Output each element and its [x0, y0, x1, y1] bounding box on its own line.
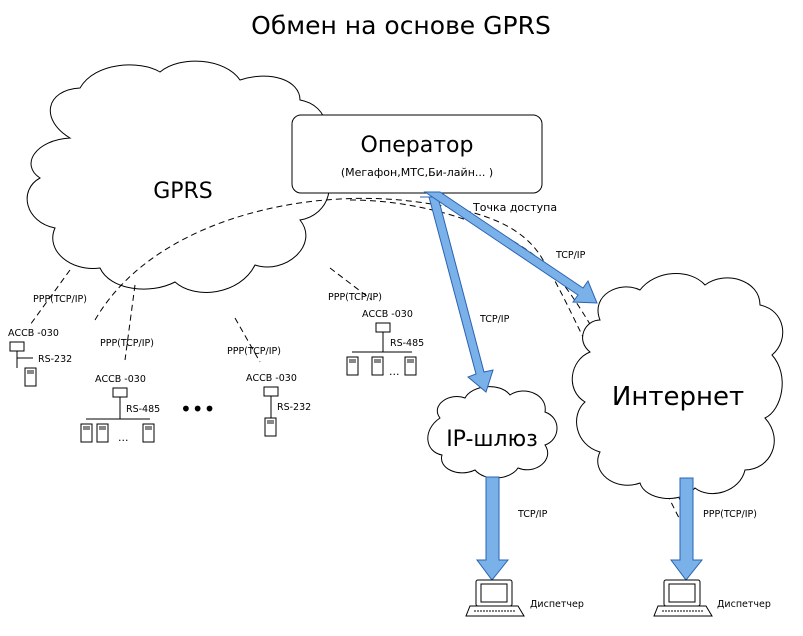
meter-icon: [96, 423, 109, 443]
device-model-3: АССВ -030: [246, 373, 297, 384]
device-ellipsis-4: ...: [389, 365, 400, 378]
arrow-operator-to-internet: [423, 191, 598, 304]
gprs-cloud: GPRS: [26, 60, 330, 293]
operator-box: Оператор (Мегафон,МТС,Би-лайн... ): [291, 114, 543, 194]
meter-icon: [142, 423, 155, 443]
link-device-2: [124, 284, 136, 361]
device-group-3: PPP(TCP/IP) АССВ -030 RS-232: [227, 346, 311, 437]
ppp-label-1: PPP(TCP/IP): [33, 294, 87, 305]
meter-icon: [371, 356, 384, 376]
gprs-label: GPRS: [153, 179, 213, 204]
label-tcpip-dispatcher-1: TCP/IP: [517, 509, 548, 520]
rs485-label-4: RS-485: [390, 338, 424, 349]
link-device-1: [29, 269, 71, 326]
ppp-label-2: PPP(TCP/IP): [100, 338, 154, 349]
device-group-1: PPP(TCP/IP) АССВ -030 RS-232: [8, 294, 87, 387]
internet-cloud: Интернет: [571, 273, 784, 500]
device-model-2: АССВ -030: [95, 374, 146, 385]
rs232-label-3: RS-232: [277, 402, 311, 413]
arrow-internet-to-dispatcher: [670, 477, 704, 581]
computer-icon: [465, 579, 525, 617]
more-devices: •••: [180, 397, 215, 421]
ip-gateway-cloud: IP-шлюз: [427, 386, 558, 479]
label-ppp-dispatcher-2: PPP(TCP/IP): [703, 509, 757, 520]
arrow-gateway-to-dispatcher: [476, 476, 510, 581]
meter-icon: [264, 417, 277, 437]
dispatcher-1: Диспетчер: [465, 579, 584, 617]
meter-icon: [346, 356, 359, 376]
device-group-2: PPP(TCP/IP) АССВ -030 RS-485 ...: [80, 338, 160, 444]
device-ellipsis-2: ...: [118, 431, 129, 444]
ppp-label-3: PPP(TCP/IP): [227, 346, 281, 357]
diagram-title: Обмен на основе GPRS: [251, 11, 551, 40]
link-device-4: [329, 267, 373, 301]
rs232-label-1: RS-232: [38, 354, 72, 365]
dispatcher-2: Диспетчер: [653, 579, 771, 617]
meter-icon: [24, 367, 37, 387]
operator-providers: (Мегафон,МТС,Би-лайн... ): [341, 166, 493, 179]
link-device-3: [234, 317, 261, 363]
dispatcher-label-1: Диспетчер: [530, 599, 584, 610]
access-point-label: Точка доступа: [472, 201, 557, 214]
device-model-4: АССВ -030: [362, 309, 413, 320]
device-group-4: PPP(TCP/IP) АССВ -030 RS-485 ...: [328, 292, 424, 378]
ppp-label-4: PPP(TCP/IP): [328, 292, 382, 303]
label-tcpip-internet: TCP/IP: [555, 250, 586, 261]
computer-icon: [653, 579, 713, 617]
meter-icon: [404, 356, 417, 376]
ip-gateway-label: IP-шлюз: [446, 427, 538, 452]
label-tcpip-gateway: TCP/IP: [479, 314, 510, 325]
dispatcher-label-2: Диспетчер: [717, 599, 771, 610]
arrow-operator-to-gateway: [420, 196, 494, 393]
meter-icon: [80, 423, 93, 443]
operator-label: Оператор: [361, 133, 474, 158]
device-model-1: АССВ -030: [8, 328, 59, 339]
internet-label: Интернет: [612, 382, 744, 412]
rs485-label-2: RS-485: [126, 404, 160, 415]
